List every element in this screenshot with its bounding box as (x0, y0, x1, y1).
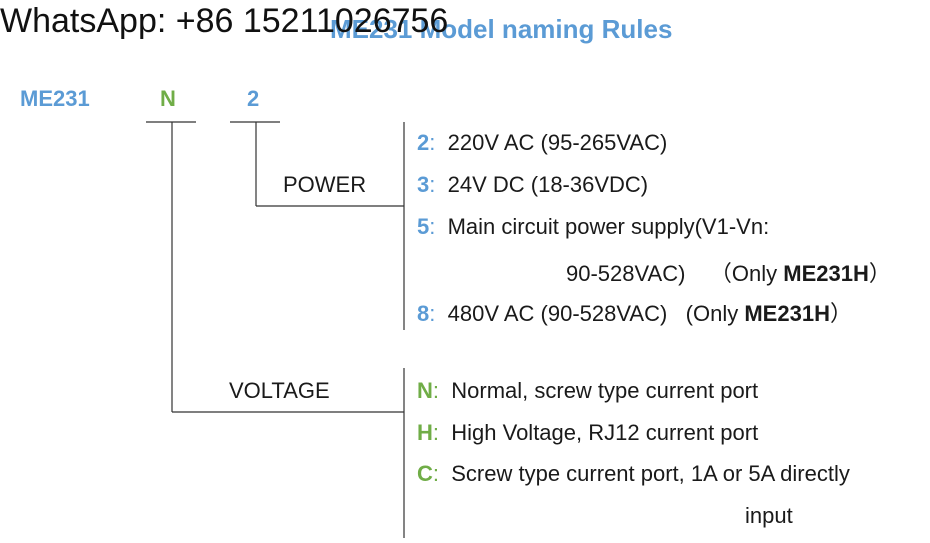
voltage-option-h: H: High Voltage, RJ12 current port (417, 420, 759, 445)
whatsapp-watermark: WhatsApp: +86 15211026756 (0, 2, 449, 40)
power-option-5-continued: 90-528VAC) （Only ME231H） (566, 261, 891, 286)
voltage-option-n: N: Normal, screw type current port (417, 378, 759, 403)
power-option-5: 5: Main circuit power supply(V1-Vn: (417, 214, 770, 239)
power-label: POWER (283, 172, 367, 197)
diagram-title: ME231 Model naming Rules (330, 14, 673, 44)
voltage-option-c: C: Screw type current port, 1A or 5A dir… (417, 461, 850, 486)
power-option-2: 2: 220V AC (95-265VAC) (417, 130, 668, 155)
power-option-3: 3: 24V DC (18-36VDC) (417, 172, 649, 197)
power-code: 2 (247, 86, 260, 111)
power-option-8: 8: 480V AC (90-528VAC) (Only ME231H） (417, 301, 852, 326)
voltage-label: VOLTAGE (229, 378, 330, 403)
voltage-code: N (160, 86, 176, 111)
voltage-option-c-continued: input (745, 503, 793, 528)
model-base-code: ME231 (20, 86, 90, 111)
